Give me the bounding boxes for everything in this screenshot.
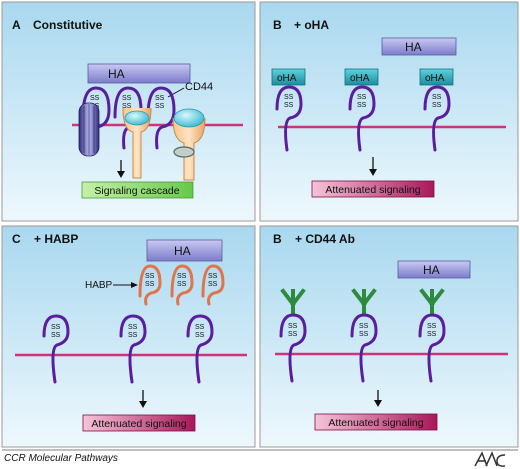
svg-text:SS: SS	[51, 332, 61, 339]
panel-b-oha-label: oHA	[425, 73, 445, 84]
svg-text:SS: SS	[195, 332, 205, 339]
panel-a-cd44-label: CD44	[185, 81, 213, 93]
svg-text:SS: SS	[432, 102, 442, 109]
panel-a-signal-text: Signaling cascade	[94, 185, 179, 197]
svg-text:SS: SS	[208, 273, 218, 280]
panel-a-cd44-receptor: SS SS	[146, 86, 176, 150]
svg-text:SS: SS	[177, 281, 187, 288]
panel-c-ha-bar	[146, 239, 223, 262]
panel-b-letter: B	[273, 18, 282, 32]
panel-b-oha-box	[344, 68, 379, 86]
panel-d-cd44-antibody	[280, 288, 306, 315]
panel-c-cd44-receptor: SS SS	[119, 314, 147, 384]
panel-b-oha-box	[419, 68, 454, 86]
svg-text:SS: SS	[128, 324, 138, 331]
panel-a-letter: A	[12, 18, 21, 32]
svg-text:SS: SS	[288, 323, 298, 330]
panel-c-arrow	[139, 390, 147, 408]
svg-text:SS: SS	[155, 103, 165, 110]
svg-text:SS: SS	[288, 331, 298, 338]
panel-c-cd44-receptor: SS SS	[186, 314, 214, 384]
svg-text:SS: SS	[51, 324, 61, 331]
svg-text:SS: SS	[427, 331, 437, 338]
panel-c-letter: C	[12, 232, 21, 246]
panel-a-ha-bar	[87, 63, 191, 84]
svg-text:SS: SS	[177, 273, 187, 280]
svg-text:SS: SS	[122, 103, 132, 110]
svg-text:SS: SS	[427, 323, 437, 330]
panel-c-habp: SS SS	[138, 264, 162, 306]
panel-d: B + CD44 Ab HA SS SS SS SS SS SS	[259, 225, 519, 448]
panel-b-oha-label: oHA	[350, 73, 370, 84]
panel-c-cd44-receptor: SS SS	[42, 314, 70, 384]
footer-caption: CCR Molecular Pathways	[4, 453, 118, 464]
panel-c-title: + HABP	[34, 232, 78, 246]
panel-a-adaptor-protein	[173, 146, 195, 158]
panel-b-ha-bar	[381, 37, 457, 56]
panel-d-signal-text: Attenuated signaling	[328, 417, 423, 429]
panel-b-oha-box	[271, 68, 306, 86]
panel-b-ha-label: HA	[405, 40, 422, 54]
panel-b-arrow	[369, 157, 377, 176]
panel-c-habp-pointer	[113, 282, 138, 288]
panel-d-letter: B	[273, 232, 282, 246]
panel-c-signal-text: Attenuated signaling	[91, 418, 186, 430]
panel-a-signal-box	[81, 181, 194, 199]
svg-text:SS: SS	[359, 331, 369, 338]
svg-text:SS: SS	[284, 94, 294, 101]
panel-c-ha-label: HA	[174, 244, 191, 258]
panel-b-signal-box	[311, 180, 435, 198]
svg-text:SS: SS	[90, 95, 100, 102]
panel-d-signal-box	[314, 413, 438, 431]
svg-text:SS: SS	[357, 102, 367, 109]
svg-text:SS: SS	[357, 94, 367, 101]
svg-text:SS: SS	[208, 281, 218, 288]
panel-c-signal-box	[82, 414, 196, 432]
panel-a-title: Constitutive	[33, 18, 103, 32]
svg-text:SS: SS	[128, 332, 138, 339]
svg-text:SS: SS	[145, 281, 155, 288]
panel-b-oha-label: oHA	[277, 73, 297, 84]
panel-a: A Constitutive HA CD44 SS SS SS SS SS SS	[1, 1, 256, 222]
panel-b-signal-text: Attenuated signaling	[325, 184, 420, 196]
panel-d-ha-label: HA	[423, 263, 440, 277]
svg-text:SS: SS	[122, 95, 132, 102]
panel-d-arrow	[374, 390, 382, 407]
svg-text:SS: SS	[195, 324, 205, 331]
panel-b-cd44-receptor: SS SS	[348, 85, 376, 152]
panel-b-title: + oHA	[294, 18, 329, 32]
svg-text:SS: SS	[432, 94, 442, 101]
svg-text:SS: SS	[145, 273, 155, 280]
panel-d-cd44-receptor: SS SS	[350, 313, 378, 383]
panel-b-cd44-receptor: SS SS	[423, 85, 451, 152]
panel-b: B + oHA HA oHA SS SS oHA SS SS oHA SS SS	[259, 1, 519, 222]
panel-d-ha-bar	[397, 260, 471, 279]
svg-text:SS: SS	[155, 95, 165, 102]
panel-a-transmembrane-channel	[78, 102, 100, 157]
aacr-logo	[474, 451, 506, 467]
panel-a-coreceptor	[122, 107, 152, 179]
panel-c-habp-label: HABP	[85, 280, 113, 291]
panel-a-ha-label: HA	[108, 67, 125, 81]
panel-d-cd44-receptor: SS SS	[279, 313, 307, 383]
panel-c-habp: SS SS	[170, 264, 194, 306]
panel-c-habp: SS SS	[201, 264, 225, 306]
panel-d-title: + CD44 Ab	[295, 232, 355, 246]
panel-d-cd44-receptor: SS SS	[418, 313, 446, 383]
panel-a-arrow	[117, 160, 125, 178]
svg-text:SS: SS	[359, 323, 369, 330]
panel-d-cd44-antibody	[351, 288, 377, 315]
panel-c: C + HABP HA HABP SS SS SS SS SS SS SS	[1, 225, 256, 448]
panel-d-cd44-antibody	[419, 288, 445, 315]
svg-text:SS: SS	[284, 102, 294, 109]
panel-b-cd44-receptor: SS SS	[275, 85, 303, 152]
